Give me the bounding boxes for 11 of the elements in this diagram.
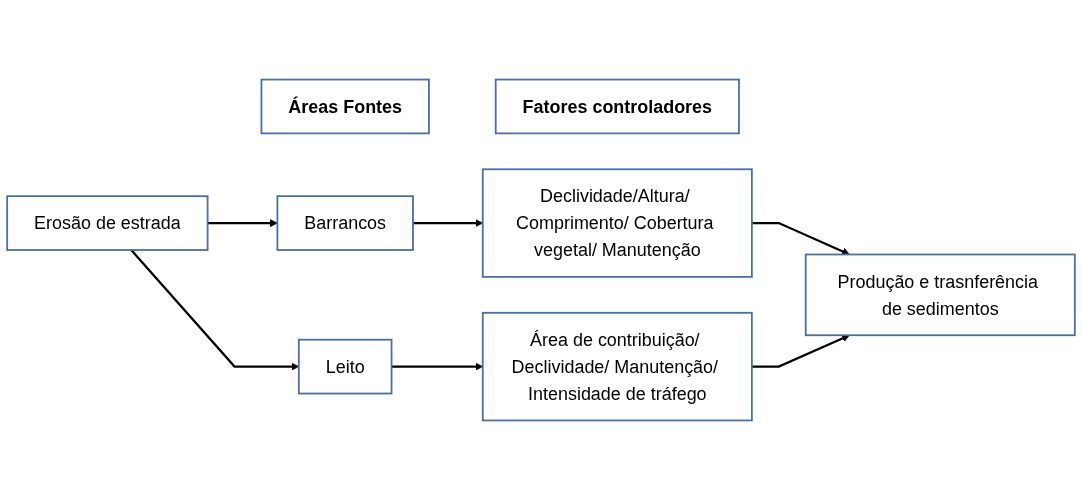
node-box bbox=[297, 338, 393, 395]
arrow bbox=[751, 221, 850, 256]
node-box bbox=[494, 78, 740, 135]
node-box bbox=[481, 311, 753, 422]
arrow bbox=[751, 334, 850, 368]
node-box bbox=[276, 195, 414, 251]
arrow bbox=[207, 219, 278, 228]
node-box bbox=[6, 195, 209, 251]
node-box bbox=[260, 78, 430, 135]
node-box bbox=[804, 253, 1076, 337]
node-box bbox=[481, 168, 753, 278]
